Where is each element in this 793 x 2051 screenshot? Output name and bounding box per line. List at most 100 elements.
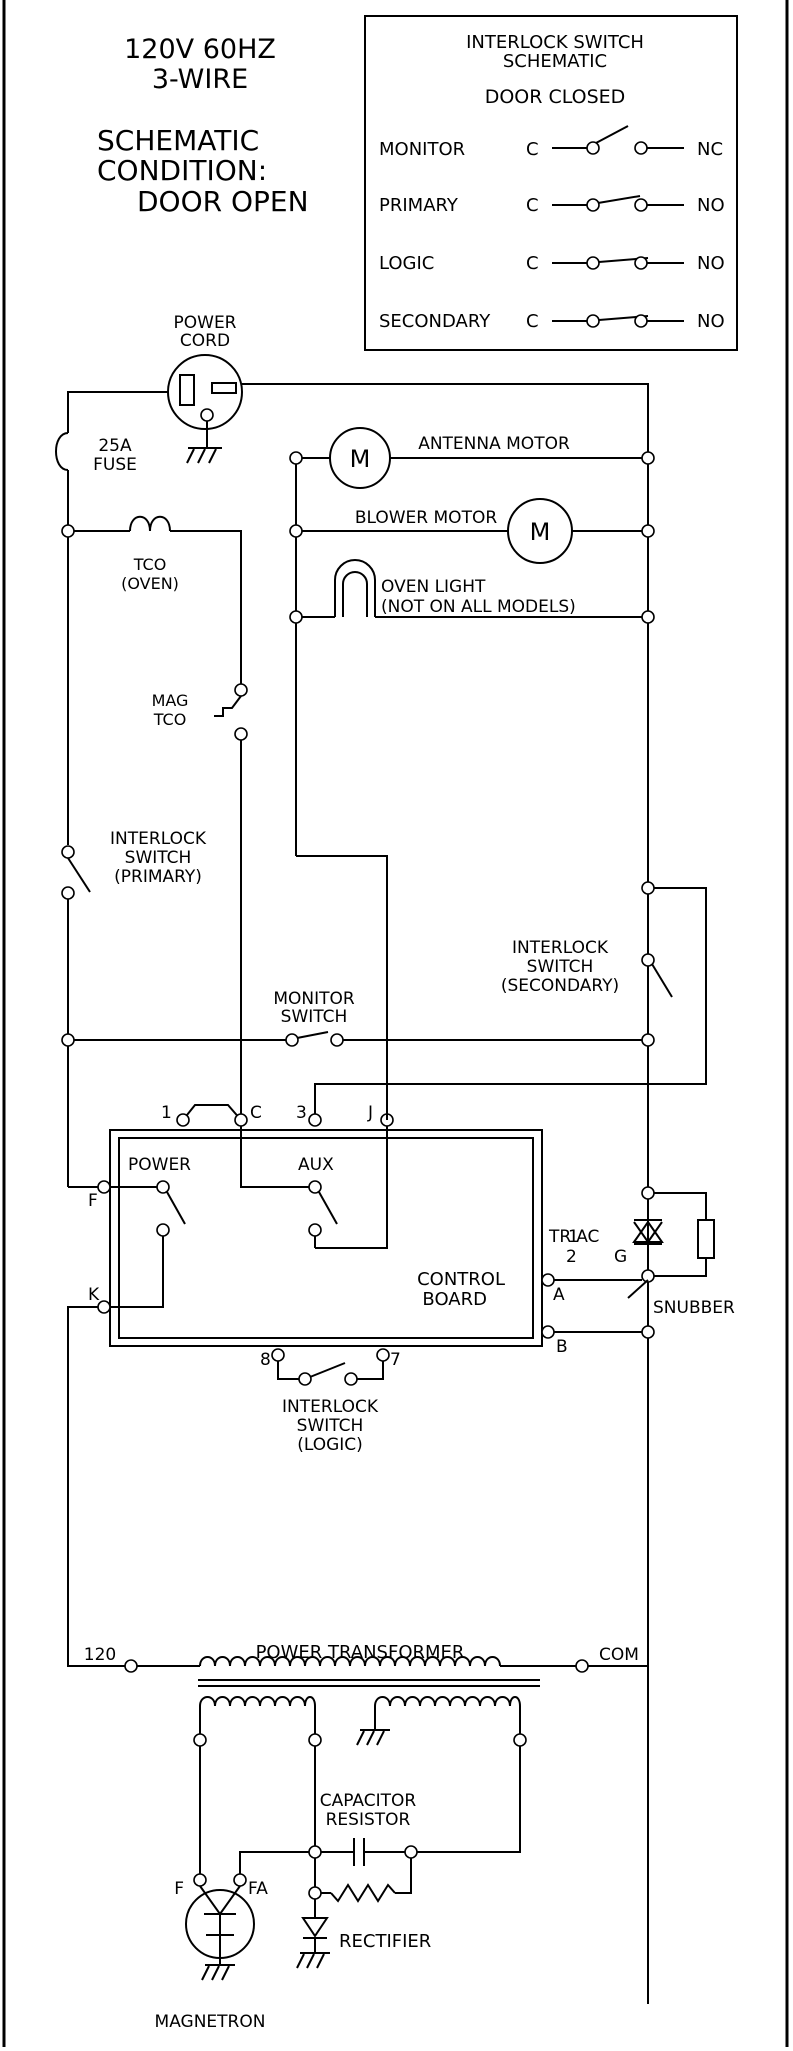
rectifier-icon (296, 1917, 330, 1969)
power-cord-plug-icon (167, 354, 243, 448)
tco-wire (170, 530, 242, 690)
terminal-7: 7 (390, 1350, 401, 1370)
cb-aux-label: AUX (298, 1155, 334, 1175)
triac-gate-label: G (614, 1247, 627, 1267)
terminal-k: K (88, 1285, 100, 1305)
legend-row-secondary: SECONDARY C NO (379, 311, 725, 332)
power-cord-label-1: POWER (174, 313, 237, 333)
cb-power-label: POWER (128, 1155, 191, 1175)
legend-row-monitor: MONITOR C NC (379, 125, 723, 160)
xfmr-120-label: 120 (84, 1645, 116, 1665)
control-board-label-2: BOARD (422, 1289, 487, 1310)
snubber-label: SNUBBER (653, 1298, 735, 1318)
monitor-label-1: MONITOR (273, 989, 355, 1009)
primary-coil-icon (199, 1656, 501, 1667)
secondary-label-1: INTERLOCK (512, 938, 609, 958)
secondary-switch-blade-icon (651, 963, 673, 998)
legend-title-1: INTERLOCK SWITCH (466, 32, 644, 53)
legend-row-contact: NO (697, 195, 725, 216)
primary-label-3: (PRIMARY) (114, 867, 202, 887)
mag-tco-icon (214, 695, 242, 717)
triac-label-1: 1 (568, 1227, 579, 1247)
condition-line-3: DOOR OPEN (137, 185, 309, 218)
legend-title-2: SCHEMATIC (503, 51, 607, 72)
filament-coil-icon (199, 1696, 316, 1707)
triac-label-2: 2 (566, 1247, 577, 1267)
antenna-motor-label: ANTENNA MOTOR (418, 434, 570, 454)
legend-row-primary: PRIMARY C NO (379, 195, 725, 216)
legend-row-contact: NO (697, 311, 725, 332)
monitor-label-2: SWITCH (281, 1007, 348, 1027)
triac-label: TRIAC (548, 1227, 599, 1247)
legend-row-common: C (526, 139, 539, 160)
primary-label-1: INTERLOCK (110, 829, 207, 849)
tco-label-2: (OVEN) (121, 574, 179, 593)
fuse-icon (55, 432, 69, 471)
oven-light-label-1: OVEN LIGHT (381, 577, 486, 597)
power-transformer: 120 POWER TRANSFORMER COM (84, 1338, 649, 1747)
neutral-wire (242, 383, 649, 457)
condition-line-1: SCHEMATIC (97, 124, 259, 157)
resistor-icon (330, 1883, 396, 1903)
oven-light-bulb-icon (334, 559, 376, 617)
magnetron-fa-label: FA (248, 1879, 268, 1899)
aux-return-wire (296, 855, 388, 1249)
fuse-label-2: FUSE (93, 455, 137, 475)
mag-tco-label-2: TCO (153, 710, 187, 729)
blower-motor-label: BLOWER MOTOR (355, 508, 497, 528)
ground-icon (186, 447, 222, 464)
primary-switch-blade-icon (67, 857, 91, 893)
capacitor-icon (353, 1838, 365, 1866)
cap-res-label-2: RESISTOR (326, 1810, 411, 1830)
monitor-switch-blade-icon (296, 1031, 329, 1039)
legend-row-contact: NO (697, 253, 725, 274)
terminal-a: A (553, 1285, 565, 1305)
primary-label-2: SWITCH (125, 848, 192, 868)
legend-row-name: LOGIC (379, 253, 434, 274)
xfmr-label: POWER TRANSFORMER (256, 1642, 465, 1663)
terminal-1: 1 (161, 1103, 172, 1123)
switch-blade-icon (597, 195, 641, 204)
legend-row-name: SECONDARY (379, 311, 491, 332)
terminal-b: B (556, 1337, 568, 1357)
magnetron-label: MAGNETRON (155, 2012, 266, 2032)
k-to-xfmr-wire (67, 1306, 131, 1667)
wiring: POWER CORD 25A FUSE TCO (OVEN) M A G TCO M… (55, 313, 735, 2032)
antenna-motor-symbol: M (350, 445, 371, 473)
legend-row-common: C (526, 195, 539, 216)
cap-res-label-1: CAPACITOR (320, 1791, 417, 1811)
interlock-legend: INTERLOCK SWITCH SCHEMATIC DOOR CLOSED M… (364, 15, 738, 351)
magnetron-f-label: F (174, 1879, 184, 1899)
hv-coil-icon (374, 1696, 521, 1707)
terminal-c: C (250, 1103, 262, 1123)
snubber-resistor-icon (697, 1219, 715, 1259)
ground-icon (356, 1730, 365, 1746)
condition-line-2: CONDITION: (97, 154, 267, 187)
fuse-label-1: 25A (98, 436, 132, 456)
jumper-1-c (182, 1104, 242, 1121)
logic-label-3: (LOGIC) (297, 1435, 363, 1455)
control-board: CONTROL BOARD POWER AUX (109, 1129, 543, 1347)
legend-row-name: MONITOR (379, 139, 465, 160)
power-cord-label-2: CORD (180, 331, 230, 351)
xfmr-com-label: COM (599, 1645, 639, 1665)
oven-light-label-2: (NOT ON ALL MODELS) (381, 597, 576, 617)
blower-motor-symbol: M (530, 518, 551, 546)
terminal-f: F (88, 1191, 98, 1211)
supply-line-2: 3-WIRE (152, 64, 248, 95)
schematic-condition: SCHEMATIC CONDITION: DOOR OPEN (97, 124, 309, 218)
switch-blade-icon (595, 125, 629, 144)
rectifier-label: RECTIFIER (339, 1931, 431, 1952)
terminal-8: 8 (260, 1350, 271, 1370)
tco-icon (129, 515, 171, 532)
secondary-label-2: SWITCH (527, 957, 594, 977)
tco-label-1: TCO (133, 555, 167, 574)
legend-row-contact: NC (697, 139, 723, 160)
logic-label-2: SWITCH (297, 1416, 364, 1436)
snubber-wire (654, 1192, 707, 1220)
supply-spec: 120V 60HZ 3-WIRE (124, 34, 276, 95)
terminal-j: J (367, 1103, 373, 1123)
magnetron-icon (185, 1873, 255, 1981)
